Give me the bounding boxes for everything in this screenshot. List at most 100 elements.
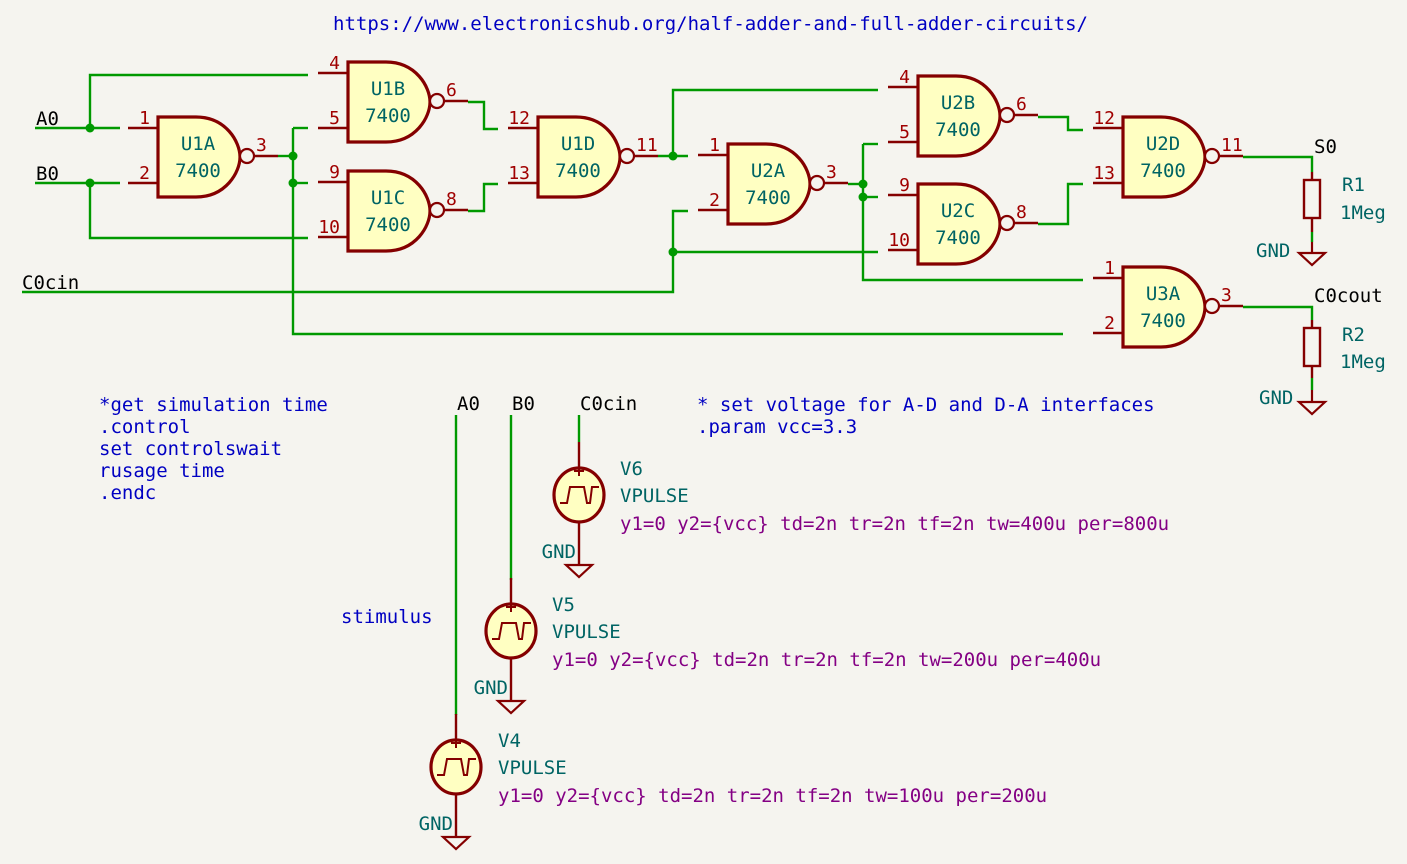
inversion-bubble	[998, 214, 1016, 232]
resistor-value: 1Meg	[1340, 351, 1386, 373]
gate-ref: U1D	[561, 133, 595, 155]
source-type: VPULSE	[620, 485, 689, 507]
pin-number: 12	[1093, 108, 1115, 129]
pin-number: 13	[1093, 163, 1115, 184]
wire-u1d-u2b	[671, 88, 878, 156]
source-type: VPULSE	[552, 621, 621, 643]
gate-value: 7400	[365, 214, 411, 236]
net-label-s0: S0	[1314, 136, 1337, 158]
pulse-waveform-icon	[560, 486, 599, 504]
source-params: y1=0 y2={vcc} td=2n tr=2n tf=2n tw=200u …	[552, 649, 1101, 671]
gnd-label: GND	[419, 813, 453, 835]
note-line: .endc	[99, 482, 156, 504]
net-label-stim-b0: B0	[512, 393, 535, 415]
gate-ref: U1B	[371, 78, 405, 100]
gate-ref: U1A	[181, 133, 216, 155]
gate-body	[726, 142, 812, 226]
source-url[interactable]: https://www.electronicshub.org/half-adde…	[333, 13, 1088, 35]
pin-number: 1	[1104, 258, 1115, 279]
pin-number: 4	[899, 67, 910, 88]
source-type: VPULSE	[498, 757, 567, 779]
gnd-symbol-r1: GND	[1256, 240, 1328, 267]
pin-number: 6	[1016, 94, 1027, 115]
net-label-c0cout: C0cout	[1314, 285, 1383, 307]
net-label-stim-a0: A0	[457, 393, 480, 415]
ground-icon	[440, 835, 472, 851]
net-label-stim-c0cin: C0cin	[580, 393, 637, 415]
gate-body	[1121, 265, 1207, 349]
resistor-r1[interactable]: R1 1Meg	[1302, 172, 1386, 232]
source-body	[429, 738, 483, 796]
wire-u1b-u1d	[468, 100, 498, 131]
inversion-bubble	[998, 106, 1016, 124]
gate-body	[346, 60, 432, 144]
gate-ref: U2A	[751, 160, 786, 182]
note-line: * set voltage for A-D and D-A interfaces	[697, 394, 1155, 416]
net-label-a0: A0	[36, 108, 59, 130]
gate-ref: U3A	[1146, 283, 1181, 305]
note-line: set controlswait	[99, 438, 282, 460]
wire-u1c-u1d	[468, 182, 498, 213]
inversion-bubble	[1203, 147, 1221, 165]
pin-number: 13	[508, 163, 530, 184]
resistor-ref: R1	[1342, 174, 1365, 196]
junction-dot	[858, 179, 868, 189]
gate-body	[346, 169, 432, 253]
pin-number: 11	[636, 135, 658, 156]
note-line: .control	[99, 416, 191, 438]
source-params: y1=0 y2={vcc} td=2n tr=2n tf=2n tw=400u …	[620, 513, 1169, 535]
inversion-bubble	[618, 147, 636, 165]
gate-ref: U1C	[371, 187, 405, 209]
pulse-waveform-icon	[492, 622, 531, 640]
wire-s0	[1243, 155, 1314, 172]
resistor-ref: R2	[1342, 324, 1365, 346]
gate-ref: U2C	[941, 200, 975, 222]
net-label-c0cin: C0cin	[22, 272, 79, 294]
gate-body	[916, 74, 1002, 158]
ground-icon	[495, 699, 527, 715]
source-body	[484, 602, 538, 660]
gate-body	[156, 115, 242, 199]
pin-number: 2	[709, 190, 720, 211]
pin-number: 2	[139, 163, 150, 184]
gnd-label: GND	[474, 677, 508, 699]
note-line: .param vcc=3.3	[697, 416, 857, 438]
junction-dot	[668, 151, 678, 161]
ground-icon	[1296, 400, 1328, 416]
pin-number: 3	[826, 162, 837, 183]
pin-number: 1	[709, 135, 720, 156]
wire-u1a-trunk	[291, 128, 1063, 336]
wire-b0-u1c	[88, 183, 308, 240]
resistor-r2[interactable]: R2 1Meg	[1302, 320, 1386, 378]
gnd-label: GND	[1256, 240, 1290, 262]
pin-number: 9	[899, 175, 910, 196]
inversion-bubble	[428, 201, 446, 219]
inversion-bubble	[1203, 297, 1221, 315]
pin-number: 3	[256, 135, 267, 156]
net-label-b0: B0	[36, 163, 59, 185]
pin-number: 5	[329, 108, 340, 129]
junction-dot	[85, 123, 95, 133]
wire-u2a-trunk	[861, 144, 1083, 282]
source-body	[552, 466, 606, 524]
source-ref: V6	[620, 458, 643, 480]
pin-number: 9	[329, 162, 340, 183]
gate-ref: U2B	[941, 92, 975, 114]
gnd-label: GND	[542, 541, 576, 563]
wire-c0cout	[1243, 305, 1314, 320]
inversion-bubble	[238, 147, 256, 165]
junction-dot	[858, 192, 868, 202]
